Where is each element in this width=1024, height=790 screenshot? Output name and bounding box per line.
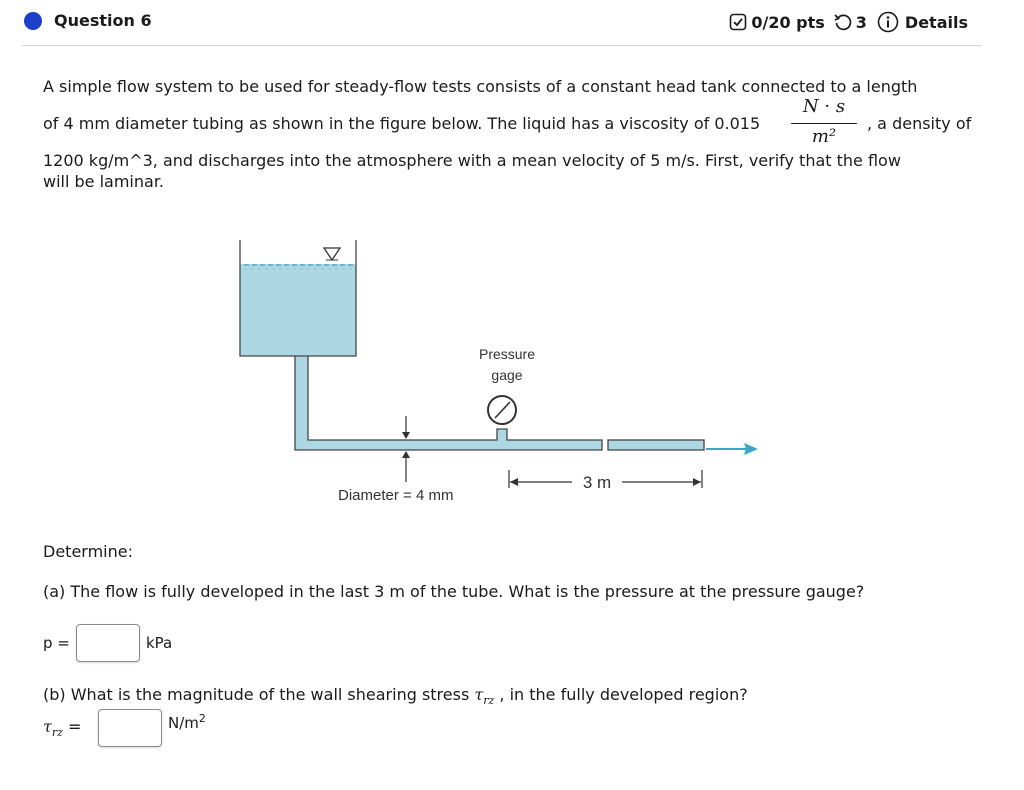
- part-b-text-after: , in the fully developed region?: [499, 685, 748, 704]
- dim-arrowhead-left: [510, 478, 518, 486]
- p-unit: kPa: [146, 634, 173, 652]
- gage-needle: [494, 401, 511, 419]
- dim-arrowhead-right: [693, 478, 701, 486]
- attempts-count: 3: [855, 12, 867, 32]
- question-meta: 0/20 pts 3 Details: [729, 11, 968, 33]
- tau-unit: N/m2: [168, 712, 206, 732]
- problem-line-4: will be laminar.: [43, 172, 165, 191]
- fraction-numerator: N · s: [802, 96, 846, 117]
- pressure-answer-row: p = kPa: [43, 623, 172, 663]
- problem-line-3: 1200 kg/m^3, and discharges into the atm…: [43, 151, 901, 170]
- check-icon: [729, 13, 747, 31]
- tau-symbol: τrz: [474, 685, 495, 708]
- question-header: Question 6 0/20 pts 3 Details: [22, 8, 982, 46]
- flow-system-figure: Pressure gage Diameter = 4 mm 3 m: [236, 236, 766, 506]
- tau-letter-2: τ: [43, 716, 52, 736]
- pressure-input[interactable]: [76, 624, 140, 662]
- shear-answer-row: τrz = N/m2: [43, 708, 206, 748]
- free-surface-symbol: [322, 247, 342, 262]
- tau-subscript-2: rz: [51, 726, 63, 740]
- tau-equals: =: [68, 716, 82, 736]
- diameter-arrowhead-top: [402, 432, 410, 439]
- diameter-arrowhead-bottom: [402, 451, 410, 458]
- tau-unit-exp: 2: [198, 712, 206, 725]
- determine-label: Determine:: [43, 542, 133, 561]
- length-label: 3 m: [583, 473, 611, 492]
- tau-unit-base: N/m: [168, 714, 199, 732]
- shear-stress-input[interactable]: [98, 709, 162, 747]
- tau-answer-label: τrz =: [43, 717, 98, 739]
- gage-label-2: gage: [491, 367, 522, 383]
- tank-walls: [239, 240, 357, 357]
- part-a-question: (a) The flow is fully developed in the l…: [43, 582, 865, 601]
- details-link[interactable]: Details: [904, 12, 968, 32]
- fraction-denominator: m²: [811, 126, 837, 147]
- points-text: 0/20 pts: [751, 12, 825, 32]
- tube: [294, 355, 603, 451]
- part-b-question: (b) What is the magnitude of the wall sh…: [43, 685, 748, 707]
- p-label: p =: [43, 634, 70, 652]
- part-b-text-before: (b) What is the magnitude of the wall sh…: [43, 685, 470, 704]
- retry-icon[interactable]: [833, 12, 853, 32]
- problem-line-1: A simple flow system to be used for stea…: [43, 77, 918, 96]
- fraction-bar: [791, 123, 857, 124]
- tube-outlet-segment: [607, 439, 705, 451]
- question-title: Question 6: [54, 11, 152, 30]
- tau-letter: τ: [474, 685, 484, 704]
- flow-system-diagram: Pressure gage Diameter = 4 mm 3 m: [239, 240, 758, 504]
- question-status-dot: [24, 12, 42, 30]
- tau-subscript: rz: [483, 694, 495, 708]
- gage-label-1: Pressure: [479, 346, 535, 362]
- tank-water: [240, 264, 356, 356]
- problem-line-2: of 4 mm diameter tubing as shown in the …: [43, 114, 761, 133]
- flow-arrow-head: [744, 443, 758, 455]
- diameter-label: Diameter = 4 mm: [338, 487, 453, 504]
- info-icon[interactable]: [877, 11, 899, 33]
- problem-line-2-after: , a density of: [867, 114, 972, 133]
